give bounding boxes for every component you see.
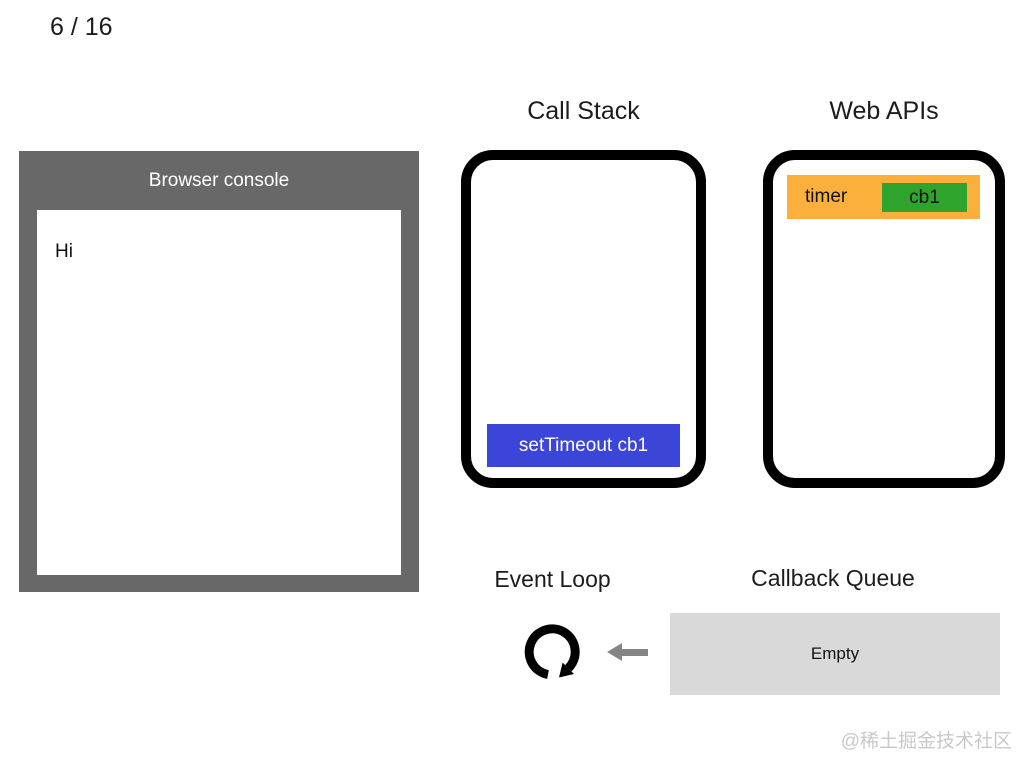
watermark: @稀土掘金技术社区 (840, 731, 1012, 752)
call-stack-title: Call Stack (527, 97, 640, 125)
browser-console-output: Hi (37, 210, 401, 575)
callback-queue-title: Callback Queue (751, 565, 915, 591)
web-apis-title: Web APIs (829, 97, 939, 125)
event-loop-title: Event Loop (494, 566, 611, 592)
loop-arrow-icon (522, 622, 582, 687)
callback-queue-status: Empty (810, 644, 860, 663)
console-log-line: Hi (55, 241, 73, 262)
call-stack-box: setTimeout cb1 (461, 150, 706, 488)
callback-queue-box: Empty (670, 613, 1000, 695)
web-api-timer-label: timer (805, 186, 848, 207)
browser-console-panel: Browser console Hi (19, 151, 419, 592)
web-api-item: timer cb1 (787, 175, 980, 219)
browser-console-title: Browser console (148, 170, 290, 191)
web-apis-box: timer cb1 (763, 150, 1005, 488)
slide-counter: 6 / 16 (50, 13, 113, 41)
web-api-callback-chip: cb1 (882, 183, 967, 212)
stack-frame: setTimeout cb1 (487, 424, 680, 467)
left-arrow-icon (602, 640, 650, 669)
